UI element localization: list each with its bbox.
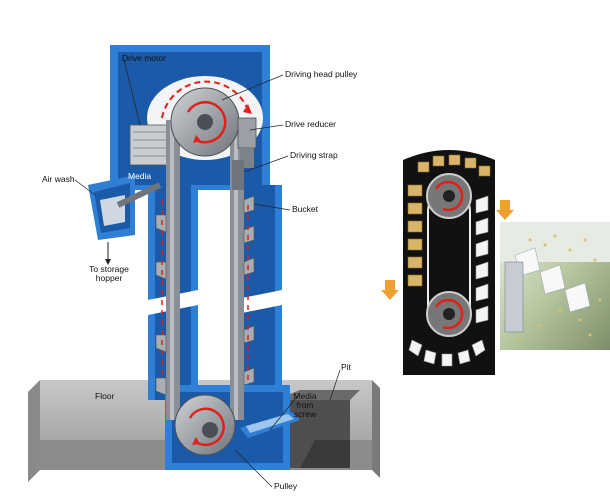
boot-pulley: [174, 394, 236, 456]
air-wash-chute: [116, 182, 162, 208]
schematic-buckets-top: [417, 154, 491, 177]
motion-lines: [161, 200, 249, 380]
bucket-photo-inset: [500, 222, 610, 350]
media-from-screw-inlet: [240, 412, 300, 438]
driving-head-pulley: [170, 87, 240, 157]
label-driving-head-pulley: Driving head pulley: [285, 69, 358, 79]
label-to-storage-line1: To storage: [89, 264, 129, 274]
schematic-buckets-bottom: [408, 339, 486, 367]
schematic-buckets-left: [407, 184, 423, 287]
label-bucket: Bucket: [292, 204, 318, 214]
air-wash-unit: [88, 175, 135, 240]
label-media: Media: [128, 171, 152, 181]
schematic-flow-arrows: [381, 200, 514, 300]
label-to-storage-hopper: To storage hopper: [84, 265, 134, 283]
label-media-from-screw: Media from screw: [290, 392, 320, 419]
buckets-left: [155, 214, 167, 396]
schematic-buckets-right: [475, 195, 489, 324]
label-pulley: Pulley: [274, 481, 298, 491]
leader-lines: [74, 59, 341, 488]
label-media-from-screw-line3: screw: [293, 409, 317, 419]
label-drive-reducer: Drive reducer: [285, 119, 337, 129]
label-to-storage-line2: hopper: [95, 273, 123, 283]
bucket: [243, 195, 255, 386]
belt: [166, 120, 244, 420]
label-drive-motor: Drive motor: [122, 53, 166, 63]
head-motion-arc: [161, 80, 249, 119]
label-driving-strap: Driving strap: [290, 150, 338, 160]
driving-strap: [232, 160, 244, 190]
label-air-wash: Air wash: [42, 174, 75, 184]
head-motion-arrowhead: [243, 104, 252, 114]
label-floor: Floor: [95, 391, 115, 401]
label-pit: Pit: [341, 362, 351, 372]
label-media-from-screw-line1: Media: [293, 391, 317, 401]
label-media-from-screw-line2: from: [296, 400, 314, 410]
bucket-elevator-schematic: [403, 150, 495, 375]
